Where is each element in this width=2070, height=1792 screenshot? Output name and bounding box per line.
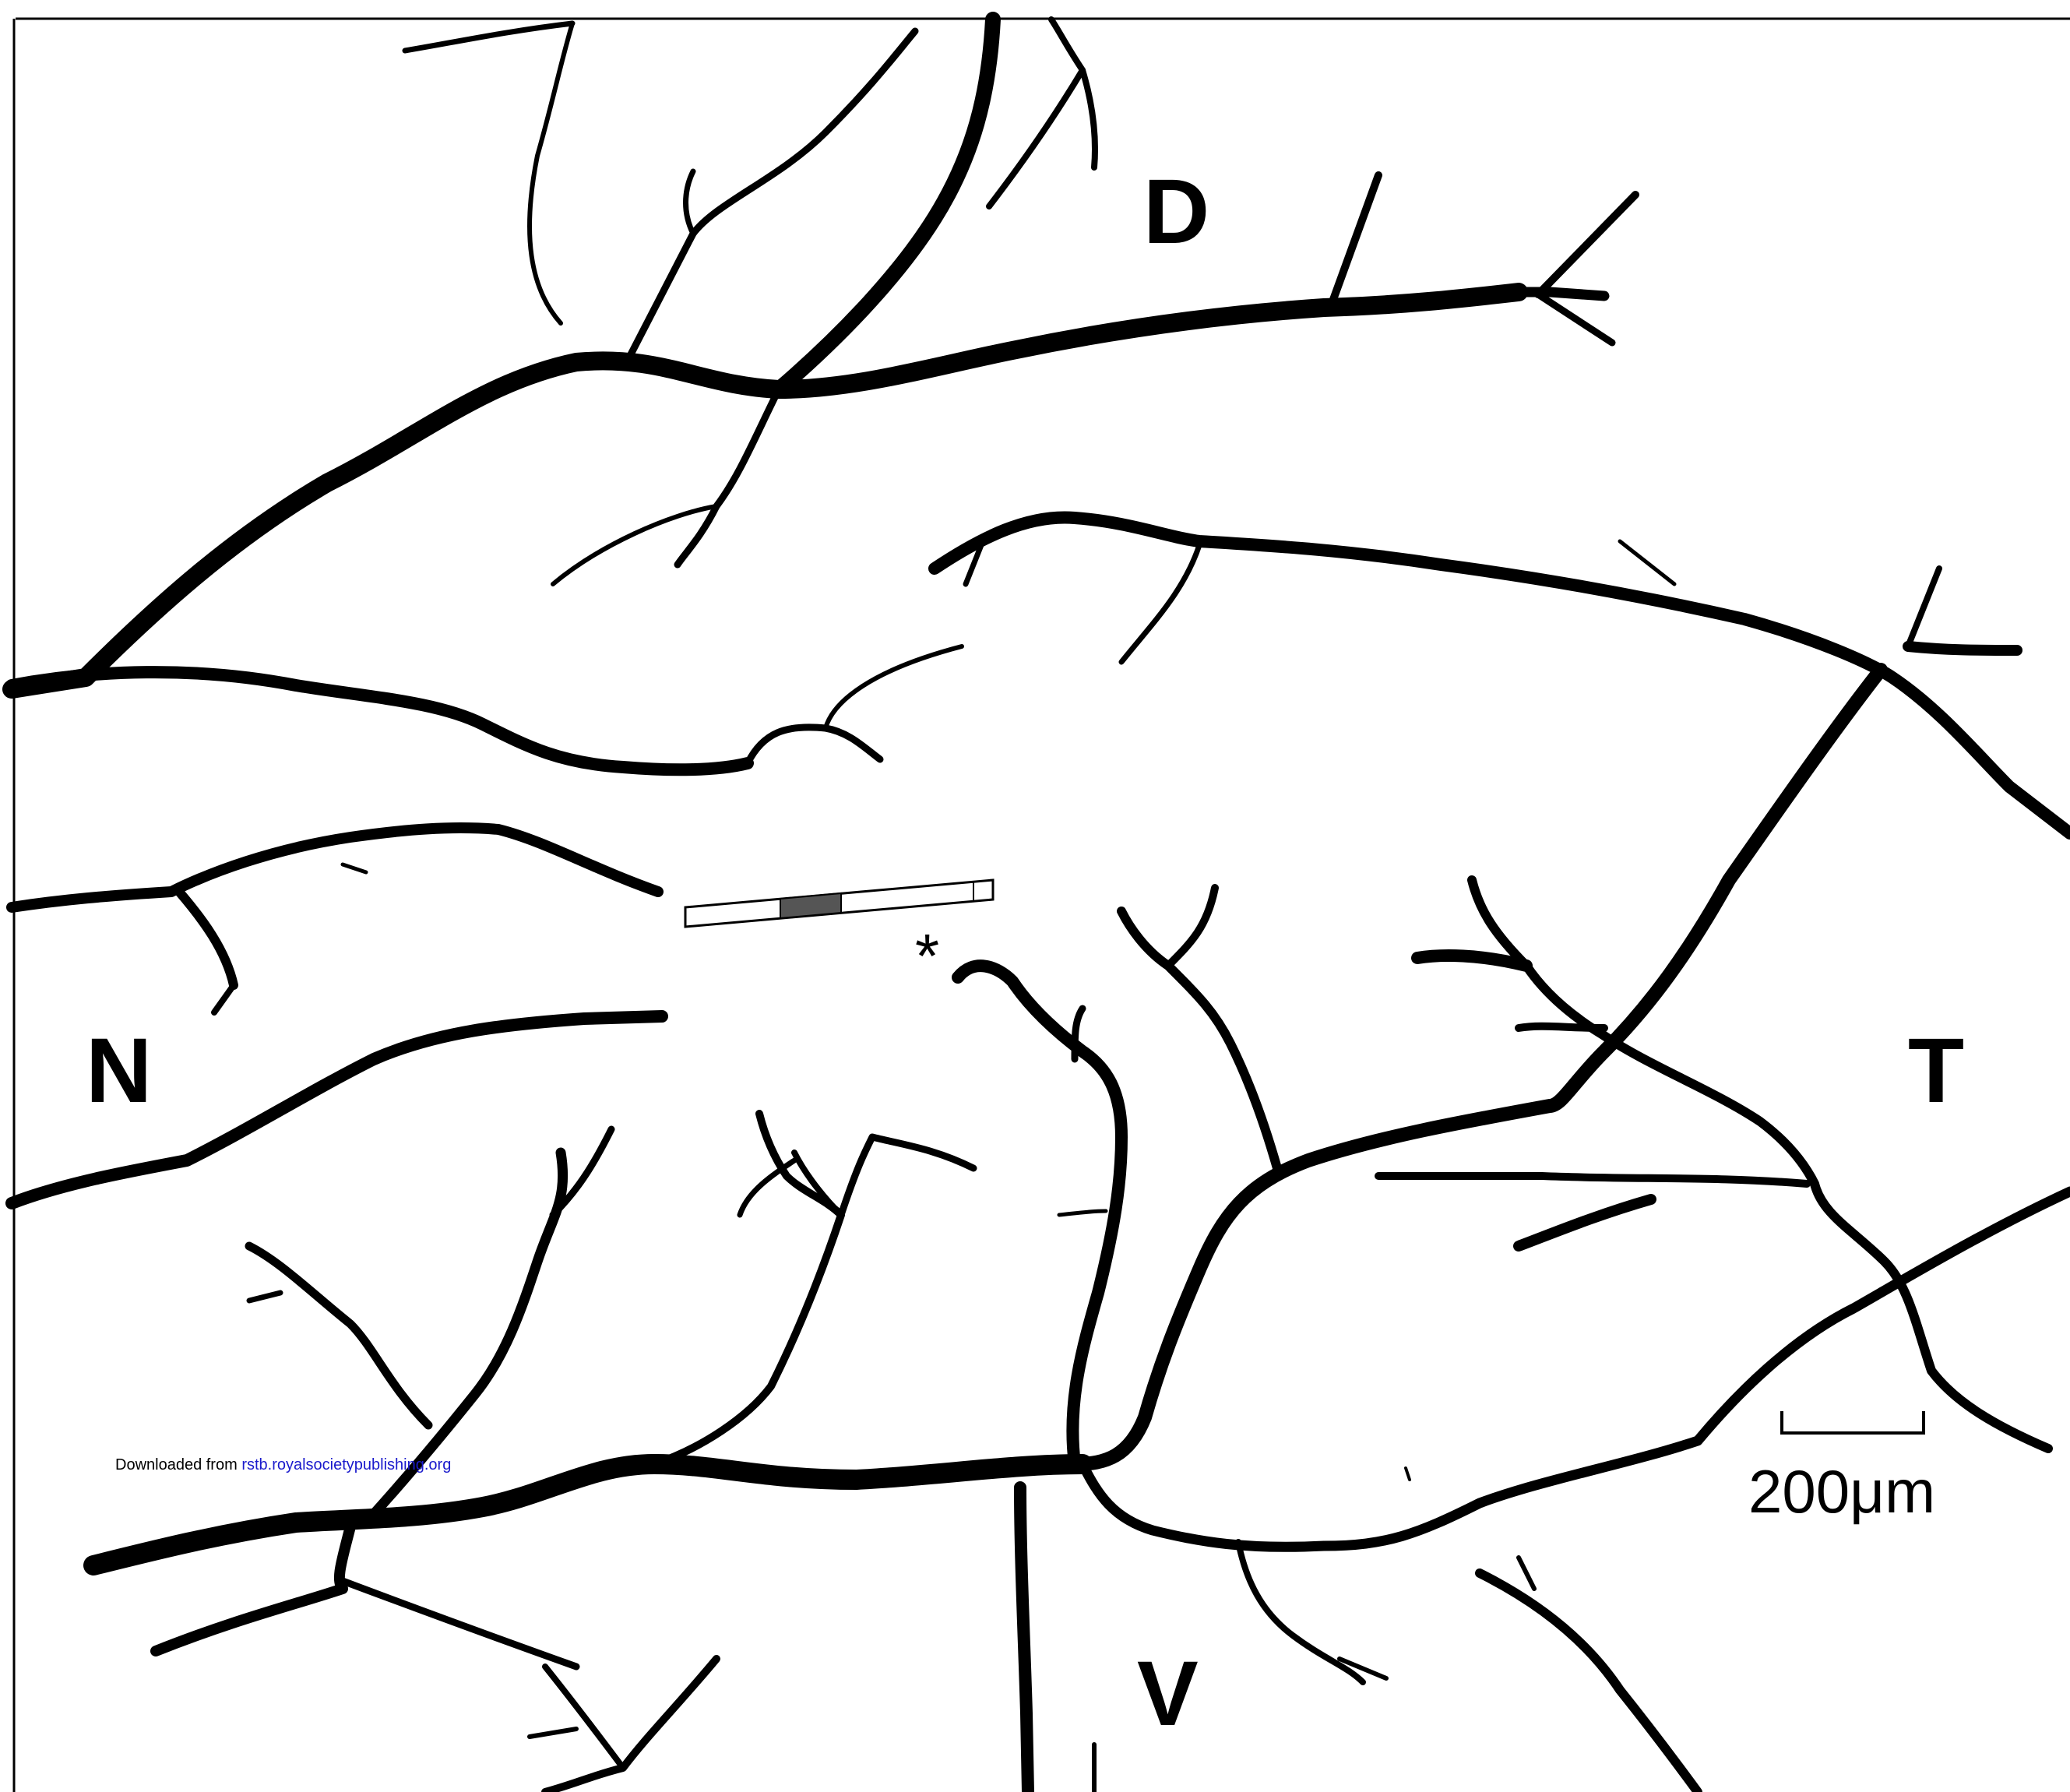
vessel-up-branch-4: [841, 1137, 973, 1215]
vessel-upper-branch-2: [1538, 294, 1612, 343]
vessel-low-branch-2: [343, 1581, 576, 1667]
scale-bar-line: [1782, 1411, 1924, 1433]
vessel-second-twig-5: [1908, 646, 2017, 650]
vessel-second-arcade: [935, 517, 2070, 833]
vessel-right-mid-twig-2: [1519, 1026, 1604, 1028]
vessel-temporal-diagonal: [1075, 670, 1881, 1464]
vessel-nasal-twig-3: [343, 864, 366, 872]
vessel-right-lower-twig: [1378, 1176, 1807, 1184]
vessel-second-twig-3: [1620, 541, 1674, 584]
vessel-nasal-twig: [179, 892, 234, 985]
vessel-branch-c-twig: [1083, 70, 1095, 167]
vessel-right-lower-twig-2: [1519, 1199, 1651, 1246]
vessel-upper-branch-1: [1538, 195, 1635, 294]
vessel-nasal-upper: [12, 828, 658, 907]
vessel-mid-twig: [748, 727, 880, 763]
vessel-mid-twig-2: [826, 646, 962, 728]
vessel-ventral-twig-2: [1059, 1211, 1106, 1215]
vessel-up-branch-2: [249, 1246, 428, 1425]
vessel-low-branch-3-twig-2: [530, 1729, 576, 1737]
vessel-branch-a-twig: [686, 171, 693, 234]
vessel-center-branch: [1121, 911, 1277, 1168]
vessel-lower-right-desc-twig: [1519, 1558, 1534, 1589]
vessel-center-branch-twig: [1168, 888, 1215, 966]
asterisk-marker: *: [915, 921, 939, 991]
label-dorsal: D: [1143, 160, 1209, 263]
download-note: Downloaded from rstb.royalsocietypublish…: [115, 1456, 451, 1474]
vessel-right-lower: [1604, 1036, 2048, 1449]
vessel-branch-b-twig: [405, 23, 572, 51]
download-note-prefix: Downloaded from: [115, 1456, 241, 1473]
vessel-top-vertical-lower: [678, 389, 779, 565]
blood-vessels: [12, 19, 2070, 1792]
vessel-low-branch-3: [545, 1659, 716, 1792]
vessel-up-branch-2-twig: [249, 1293, 280, 1301]
electrode-probe: [685, 880, 993, 927]
vessel-ventral-vertical: [958, 966, 1121, 1464]
scale-bar-label: 200μm: [1748, 1457, 1935, 1526]
vessel-lower-right-desc: [1480, 1573, 1698, 1792]
vessel-upper-branch-3: [1332, 175, 1378, 304]
vessel-mid-arcade: [12, 672, 748, 769]
label-nasal: N: [86, 1019, 152, 1122]
vessel-nasal-twig-2: [214, 985, 234, 1012]
vessel-right-mid-twig: [1417, 956, 1526, 966]
vessel-trunk-bottom: [1020, 1487, 1028, 1792]
scale-bar: 200μm: [1748, 1411, 1935, 1526]
vessel-top-vertical: [779, 19, 993, 389]
vessel-lower-right-twig-3: [1406, 1468, 1410, 1480]
vessel-branch-b: [530, 23, 572, 323]
label-temporal: T: [1908, 1019, 1964, 1122]
vessel-branch-c: [989, 19, 1083, 206]
vessel-low-branch-3-twig: [545, 1667, 623, 1768]
vessel-up-branch-4-twig: [740, 1160, 794, 1215]
vessel-upper-arcade-tip: [1519, 292, 1604, 296]
vessel-up-branch-3: [654, 1114, 841, 1464]
download-note-link[interactable]: rstb.royalsocietypublishing.org: [241, 1456, 451, 1473]
vessel-lower-arcade: [93, 1464, 1083, 1565]
vessel-upper-arcade: [12, 292, 1519, 689]
vessel-second-twig-1: [1121, 545, 1199, 662]
label-ventral: V: [1137, 1642, 1199, 1745]
vessel-second-twig-4: [1908, 569, 1939, 646]
